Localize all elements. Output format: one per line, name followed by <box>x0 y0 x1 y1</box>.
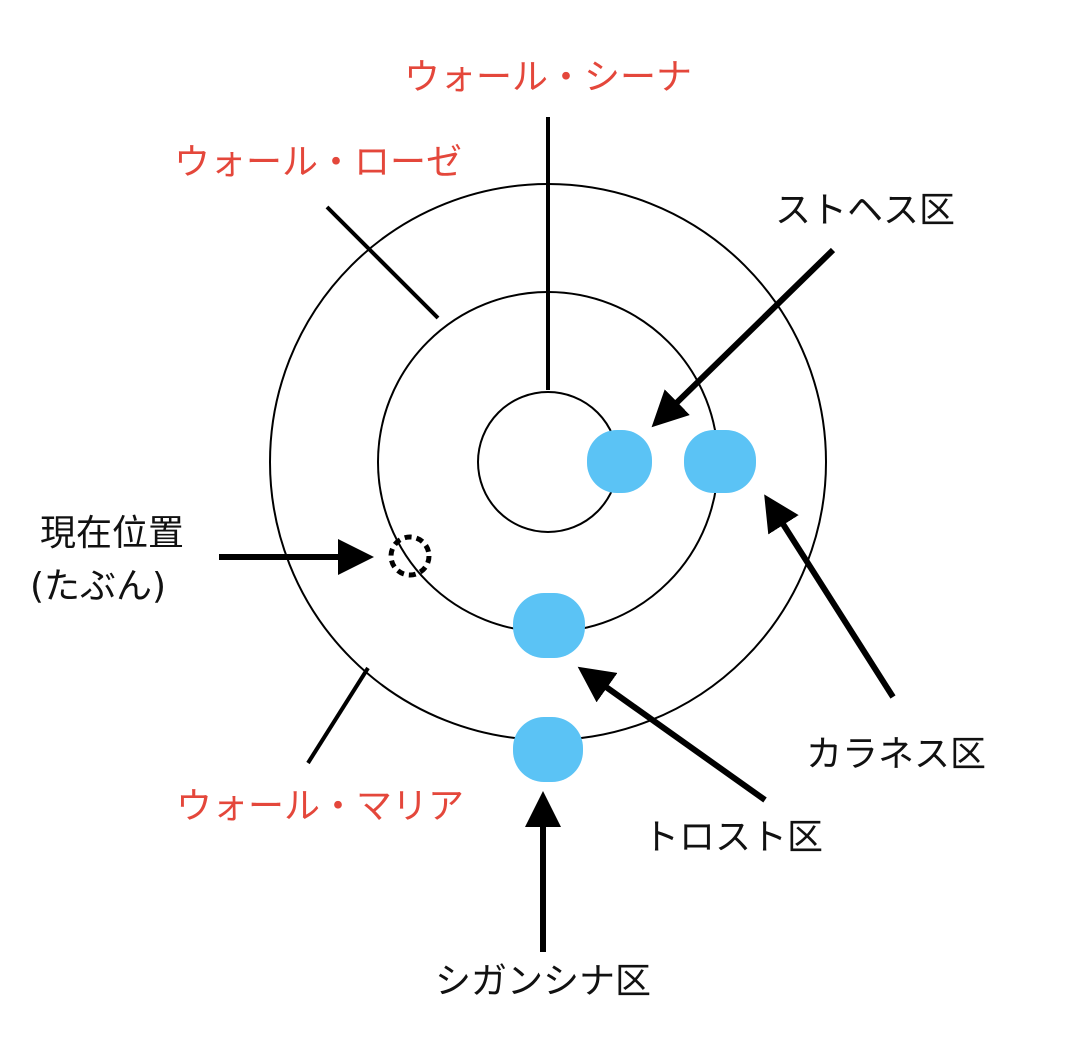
wall-sina-label: ウォール・シーナ <box>404 57 692 98</box>
district-karanes-label: カラネス区 <box>806 734 986 775</box>
district-trost-label: トロスト区 <box>643 817 823 858</box>
karanes-arrow <box>764 494 896 699</box>
current-position-marker <box>388 534 432 578</box>
wall-maria-label: ウォール・マリア <box>176 786 464 827</box>
district-stohess-marker <box>587 430 652 493</box>
wall-rose-label: ウォール・ローゼ <box>174 142 462 183</box>
district-karanes-marker <box>684 430 756 493</box>
district-trost-marker <box>513 593 585 658</box>
district-stohess-label: ストヘス区 <box>775 190 955 231</box>
current-position-label-line1: 現在位置 <box>40 513 184 554</box>
wall-rose-leader <box>325 205 440 320</box>
wall-maria-leader <box>306 666 370 765</box>
current-position-label-line2: (たぶん) <box>30 566 166 607</box>
district-shiganshina-marker <box>513 717 583 782</box>
stohess-arrow <box>651 247 836 428</box>
trost-arrow <box>577 666 767 803</box>
district-shiganshina-label: シガンシナ区 <box>435 961 651 1002</box>
